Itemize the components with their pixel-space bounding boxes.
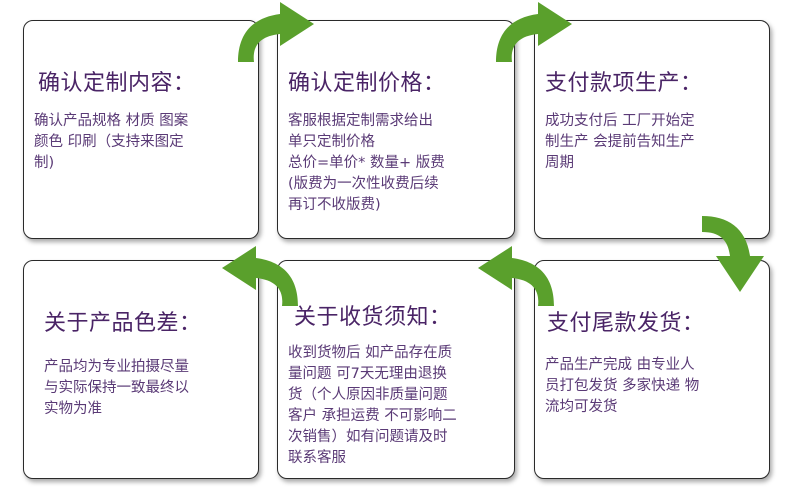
curved-arrow-right-icon xyxy=(238,2,314,62)
step-description: 产品均为专业拍摄尽量 与实际保持一致最终以 实物为准 xyxy=(44,359,189,417)
step-description: 收到货物后 如产品存在质 量问题 可7天无理由退换 货（个人原因非质量问题 客户… xyxy=(288,345,457,466)
step-card-receiving-notes: 关于收货须知： 收到货物后 如产品存在质 量问题 可7天无理由退换 货（个人原因… xyxy=(277,260,515,479)
step-description: 产品生产完成 由专业人 员打包发货 多家快递 物 流均可发货 xyxy=(545,357,700,415)
step-title: 关于收货须知： xyxy=(294,305,452,330)
step-description: 成功支付后 工厂开始定 制生产 会提前告知生产 周期 xyxy=(545,113,695,171)
step-card-confirm-content: 确认定制内容： 确认产品规格 材质 图案 颜色 印刷（支持来图定 制) xyxy=(23,20,259,239)
curved-arrow-right-icon xyxy=(496,2,572,62)
step-card-color-difference: 关于产品色差： 产品均为专业拍摄尽量 与实际保持一致最终以 实物为准 xyxy=(23,260,259,479)
curved-arrow-left-icon xyxy=(222,246,298,306)
step-title: 关于产品色差： xyxy=(44,311,202,336)
step-title: 确认定制价格： xyxy=(288,71,446,96)
step-title: 支付款项生产： xyxy=(545,71,703,96)
step-card-payment-production: 支付款项生产： 成功支付后 工厂开始定 制生产 会提前告知生产 周期 xyxy=(534,20,770,239)
step-description: 确认产品规格 材质 图案 颜色 印刷（支持来图定 制) xyxy=(34,113,189,171)
step-card-final-payment-shipping: 支付尾款发货： 产品生产完成 由专业人 员打包发货 多家快递 物 流均可发货 xyxy=(534,260,770,479)
step-title: 确认定制内容： xyxy=(38,71,196,96)
step-card-confirm-price: 确认定制价格： 客服根据定制需求给出 单只定制价格 总价=单价* 数量+ 版费 … xyxy=(277,20,515,239)
step-description: 客服根据定制需求给出 单只定制价格 总价=单价* 数量+ 版费 (版费为一次性收… xyxy=(288,113,445,213)
curved-arrow-down-icon xyxy=(702,216,764,292)
curved-arrow-left-icon xyxy=(478,246,554,306)
step-title: 支付尾款发货： xyxy=(547,311,705,336)
